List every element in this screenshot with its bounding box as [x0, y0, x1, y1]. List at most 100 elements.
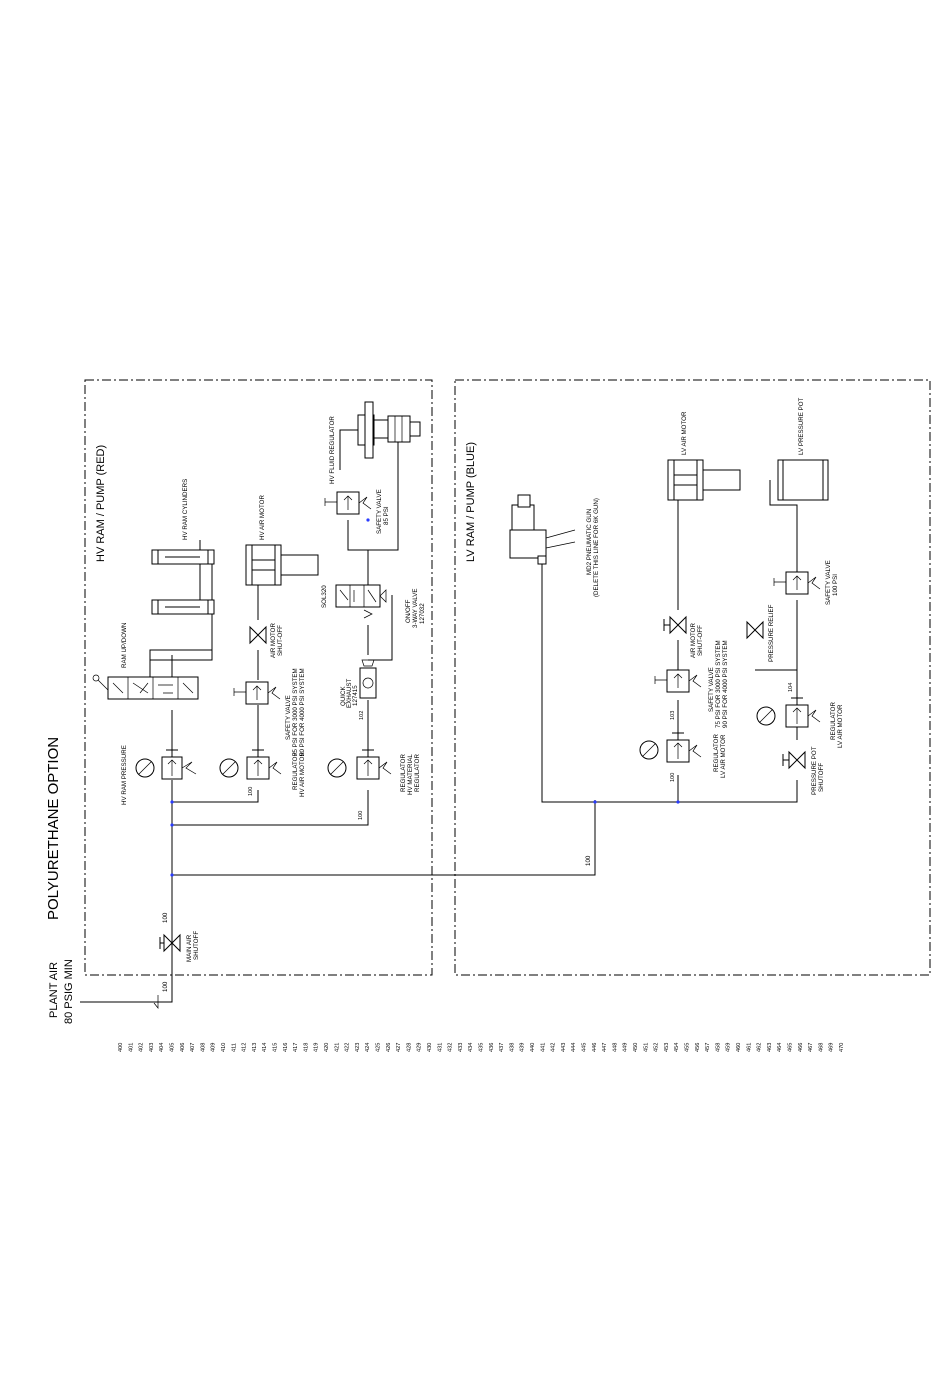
quick-exhaust-label-2: EXHAUST [346, 679, 353, 708]
safety85-label-1: SAFETY VALVE [376, 489, 383, 534]
hv-safety-label-1: SAFETY VALVE [285, 695, 292, 740]
ruler-number: 401 [128, 1043, 134, 1052]
sol-label: SOL320 [321, 585, 328, 608]
ruler-number: 410 [221, 1043, 227, 1052]
safety-valve-100 [773, 571, 821, 595]
inlet-arrow [153, 995, 159, 1009]
ruler-number: 426 [386, 1043, 392, 1052]
ruler-number: 433 [458, 1043, 464, 1052]
ruler-number: 436 [489, 1043, 495, 1052]
pot-shutoff-label-1: PRESSURE POT [811, 746, 818, 795]
lv-pressure-pot-label: LV PRESSURE POT [798, 397, 805, 455]
ruler-number: 455 [685, 1043, 691, 1052]
plant-air-label: PLANT AIR [48, 962, 60, 1018]
ruler-number: 406 [180, 1043, 186, 1052]
pressure-relief-label: PRESSURE RELIEF [768, 604, 775, 662]
line-lv-safety: 103 [670, 711, 676, 720]
ruler-number: 437 [499, 1043, 505, 1052]
ruler-number: 457 [705, 1043, 711, 1052]
safety100-label-1: SAFETY VALVE [825, 560, 832, 605]
ruler-number: 424 [365, 1043, 371, 1052]
lv-pressure-pot [777, 459, 829, 501]
lv-shutoff-label-2: SHUT-OFF [697, 625, 704, 656]
safety-valve-85 [324, 491, 372, 515]
ruler-number: 438 [509, 1043, 515, 1052]
ruler-number: 420 [324, 1043, 330, 1052]
plant-air-pressure: 80 PSIG MIN [63, 959, 75, 1024]
ruler-number: 413 [252, 1043, 258, 1052]
line-pot: 104 [788, 683, 794, 692]
ruler-number: 453 [664, 1043, 670, 1052]
ruler-number: 451 [643, 1043, 649, 1052]
hv-material-label-3: REGULATOR [414, 754, 421, 792]
onoff-label-2: 3-WAY VALVE [412, 588, 419, 628]
line-inlet-100: 100 [162, 981, 169, 992]
ruler-number: 456 [695, 1043, 701, 1052]
ram-updown-valve [92, 674, 199, 700]
lv-section-box [454, 379, 931, 976]
lv-section-title: LV RAM / PUMP (BLUE) [465, 442, 477, 562]
lv-safety-label-2: 75 PSI FOR 3000 PSI SYSTEM [715, 640, 722, 728]
hv-safety-label-3: 90 PSI FOR 4000 PSI SYSTEM [299, 668, 306, 756]
quick-exhaust-label-3: 127415 [352, 685, 359, 706]
hv-air-motor [245, 544, 319, 586]
line-lv-branch: 100 [585, 855, 592, 866]
ram-updown-label: RAM UP/DOWN [121, 623, 128, 668]
ruler-number: 462 [757, 1043, 763, 1052]
ruler-number: 400 [118, 1043, 124, 1052]
hv-air-motor-shutoff [249, 625, 267, 645]
hv-shutoff-label-1: AIR MOTOR [270, 623, 277, 658]
ruler-number: 432 [448, 1043, 454, 1052]
hv-regulator-label-2: HV AIR MOTOR [299, 752, 306, 797]
ruler-number: 452 [654, 1043, 660, 1052]
hv-section-title: HV RAM / PUMP (RED) [95, 445, 107, 562]
hv-material-regulator [327, 749, 392, 780]
lv-air-motor-label: LV AIR MOTOR [681, 411, 688, 455]
md2-pneumatic-gun [509, 494, 576, 565]
hv-ram-pressure-regulator [135, 749, 197, 780]
ruler-number: 469 [829, 1043, 835, 1052]
pressure-relief-valve [746, 620, 764, 640]
safety85-label-2: 85 PSI [383, 506, 390, 525]
ruler-number: 407 [190, 1043, 196, 1052]
lv-safety-label-3: 90 PSI FOR 4000 PSI SYSTEM [722, 640, 729, 728]
pot-regulator [756, 697, 821, 728]
ruler-number: 443 [561, 1043, 567, 1052]
ruler-number: 422 [345, 1043, 351, 1052]
line-main-100: 100 [162, 912, 169, 923]
ruler-number: 463 [767, 1043, 773, 1052]
ruler-number: 439 [520, 1043, 526, 1052]
ruler-number: 415 [273, 1043, 279, 1052]
line-quick-exhaust: 102 [359, 711, 365, 720]
junctions [170, 518, 680, 877]
lv-safety-label-1: SAFETY VALVE [708, 667, 715, 712]
ruler-number: 419 [314, 1043, 320, 1052]
pot-reg-label-1: REGULATOR [830, 702, 837, 740]
ruler-number: 444 [571, 1043, 577, 1052]
ruler-number: 421 [334, 1043, 340, 1052]
ruler-number: 434 [468, 1043, 474, 1052]
ruler-number: 411 [231, 1043, 237, 1052]
ruler-number: 467 [808, 1043, 814, 1052]
hv-material-label-1: REGULATOR [400, 754, 407, 792]
ruler-number: 418 [303, 1043, 309, 1052]
page-title: POLYURETHANE OPTION [45, 737, 62, 920]
hv-safety-valve [233, 681, 281, 705]
ruler-number: 428 [406, 1043, 412, 1052]
main-air-shutoff-valve [159, 933, 181, 953]
lv-safety-valve [654, 669, 702, 693]
onoff-label-3: 127032 [419, 603, 426, 624]
pot-reg-label-2: LV AIR MOTOR [837, 704, 844, 748]
hv-regulator-label-1: REGULATOR [292, 752, 299, 790]
onoff-3way-valve [335, 584, 387, 619]
quick-exhaust-label-1: QUICK [340, 686, 347, 706]
ruler-number: 447 [602, 1043, 608, 1052]
ruler-number: 465 [788, 1043, 794, 1052]
main-air-label-2: SHUTOFF [193, 931, 200, 960]
ruler-number: 460 [736, 1043, 742, 1052]
ruler-number: 427 [396, 1043, 402, 1052]
ruler-number: 468 [818, 1043, 824, 1052]
ruler-number: 423 [355, 1043, 361, 1052]
